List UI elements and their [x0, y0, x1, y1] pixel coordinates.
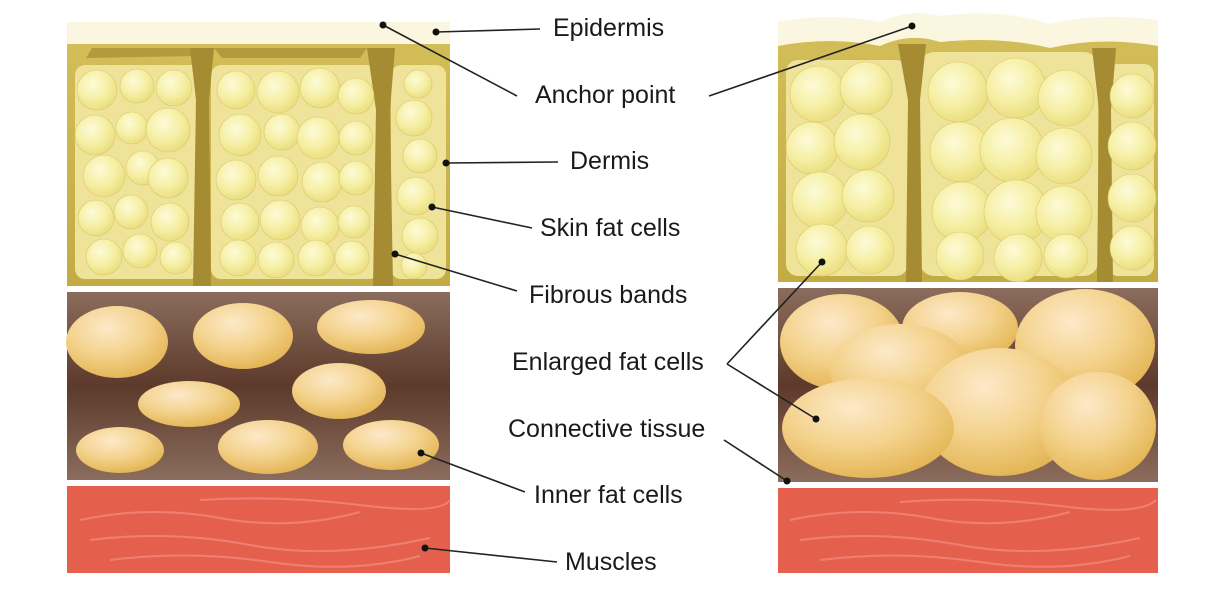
label-epidermis: Epidermis	[553, 14, 665, 42]
right-enlarged-fat-cells	[780, 289, 1156, 480]
label-inner-fat-cells: Inner fat cells	[534, 481, 683, 509]
label-muscles: Muscles	[565, 548, 657, 576]
label-skin-fat-cells: Skin fat cells	[540, 214, 681, 242]
right-skin-fat-cells	[785, 57, 1157, 283]
label-connective-tissue: Connective tissue	[508, 415, 706, 443]
leader-lines	[382, 24, 913, 563]
right-panel	[778, 13, 1158, 573]
label-fibrous-bands: Fibrous bands	[529, 281, 688, 309]
label-anchor-point: Anchor point	[535, 81, 676, 109]
left-skin-fat-cells	[74, 67, 439, 280]
right-muscle-layer	[778, 488, 1158, 573]
left-epidermis	[67, 22, 450, 44]
right-fibrous-bands	[898, 44, 1116, 282]
left-panel	[66, 22, 451, 573]
left-inner-fat-cells	[66, 300, 439, 474]
left-fibrous-bands	[86, 48, 395, 286]
leader-dots	[379, 21, 916, 552]
label-enlarged-fat-cells: Enlarged fat cells	[512, 348, 704, 376]
label-dermis: Dermis	[570, 147, 650, 175]
